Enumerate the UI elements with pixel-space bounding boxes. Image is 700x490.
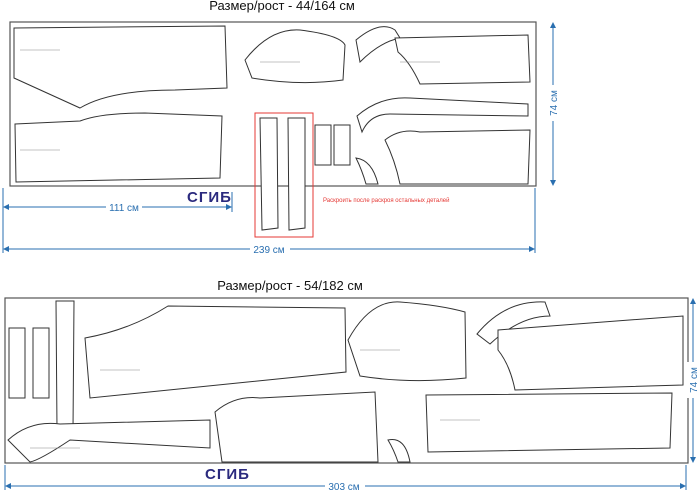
fold-width-label: 111 см — [109, 203, 139, 214]
height-label: 74 см — [549, 90, 560, 116]
total-width-label: 239 см — [253, 245, 284, 256]
layout-44-164: Размер/рост - 44/164 см Раскроить после … — [2, 0, 560, 256]
pattern-piece-pocket — [387, 438, 411, 463]
pattern-piece-facing — [356, 97, 529, 134]
pattern-piece-pocket — [355, 157, 379, 185]
layout-54-182: Размер/рост - 54/182 см СГИБ 303 см 74 с… — [4, 278, 700, 490]
pattern-piece-bodice-back — [384, 129, 531, 185]
pattern-piece-strip-2 — [287, 117, 306, 231]
cut-later-note: Раскроить после раскроя остальных детале… — [323, 197, 449, 204]
pattern-piece-small-1 — [314, 124, 332, 166]
pattern-piece-trouser-back — [14, 112, 223, 183]
pattern-piece-bodice-back — [425, 392, 673, 453]
total-width-label: 303 см — [328, 482, 359, 490]
pattern-piece-small-2 — [333, 124, 351, 166]
pattern-piece-strip — [55, 300, 75, 431]
cut-later-highlight — [254, 112, 314, 238]
fold-label: СГИБ — [187, 189, 232, 206]
pattern-piece-trouser-back — [214, 391, 379, 463]
layout-title: Размер/рост - 44/164 см — [209, 0, 355, 13]
pattern-piece-trouser-front — [84, 305, 347, 399]
pattern-piece-facing — [7, 419, 211, 463]
pattern-piece-bodice-front — [394, 34, 531, 85]
pattern-piece-sleeve — [244, 29, 346, 84]
height-label: 74 см — [689, 367, 700, 393]
pattern-piece-small-2 — [32, 327, 50, 399]
pattern-piece-sleeve — [347, 301, 467, 382]
pattern-piece-collar — [355, 26, 401, 64]
pattern-piece-trouser-front — [13, 25, 228, 109]
pattern-piece-small-1 — [8, 327, 26, 399]
layout-title: Размер/рост - 54/182 см — [217, 278, 363, 293]
pattern-piece-bodice-front — [497, 315, 684, 391]
fold-label: СГИБ — [205, 466, 250, 483]
pattern-piece-strip-1 — [259, 117, 279, 231]
